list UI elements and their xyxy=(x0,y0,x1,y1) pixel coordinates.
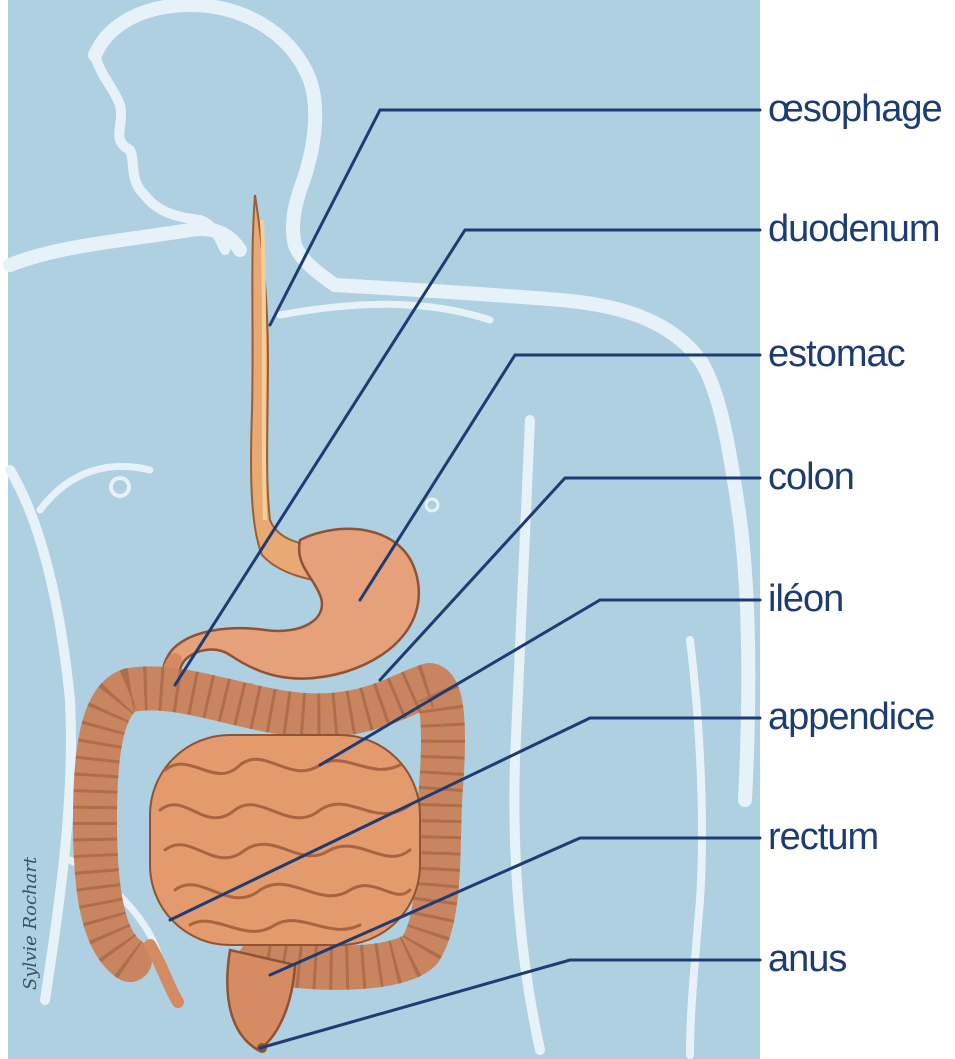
label-estomac: estomac xyxy=(768,335,905,373)
label-ileon: iléon xyxy=(768,580,843,618)
label-appendice: appendice xyxy=(768,698,934,736)
label-oesophage: œsophage xyxy=(768,90,942,128)
oesophage-highlight xyxy=(262,220,265,520)
artist-signature: Sylvie Rochart xyxy=(20,857,41,990)
label-rectum: rectum xyxy=(768,818,878,856)
label-colon: colon xyxy=(768,458,854,496)
label-anus: anus xyxy=(768,940,846,978)
label-duodenum: duodenum xyxy=(768,210,940,248)
